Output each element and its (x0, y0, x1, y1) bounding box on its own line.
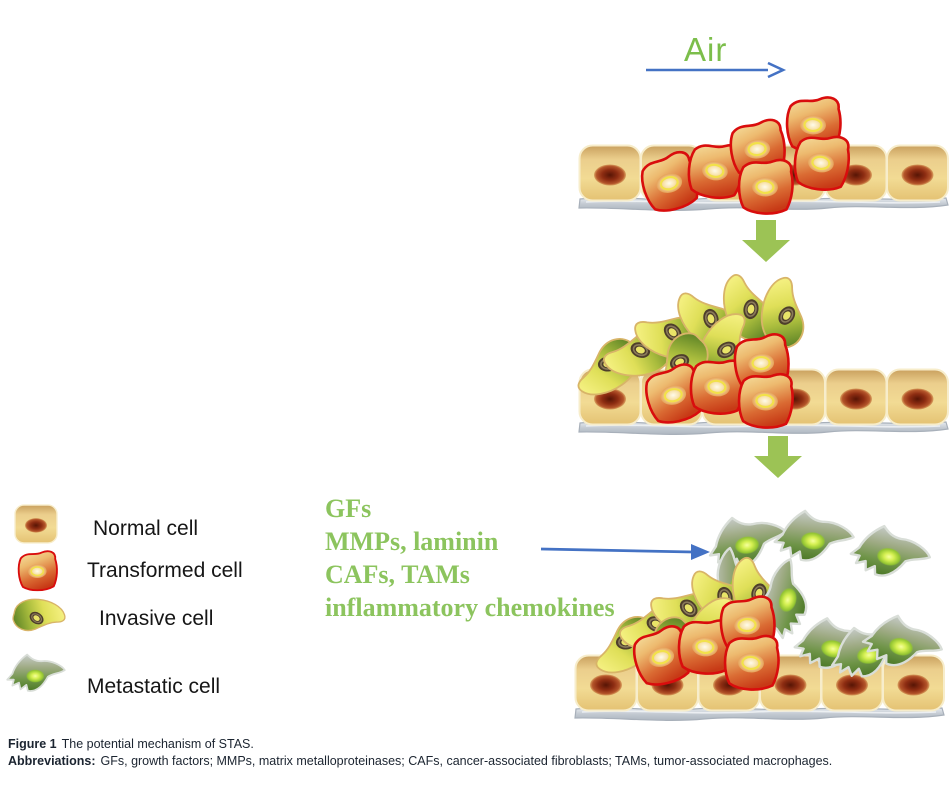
legend-label-normal-cell: Normal cell (93, 517, 199, 540)
factors-line-cafs: CAFs, TAMs (325, 560, 470, 589)
factors-line-mmps: MMPs, laminin (325, 527, 499, 556)
legend-label-transformed-cell: Transformed cell (87, 559, 243, 582)
invasive-cell-icon (6, 586, 70, 648)
secreted-factors-list: GFs MMPs, laminin CAFs, TAMs inflammator… (325, 492, 615, 624)
legend-label-invasive-cell: Invasive cell (99, 607, 214, 630)
metastatic-cell-icon (6, 653, 66, 692)
factors-line-gfs: GFs (325, 494, 372, 523)
progression-arrow-2-icon (754, 436, 802, 478)
caption-line-abbreviations: Abbreviations: GFs, growth factors; MMPs,… (8, 753, 832, 770)
air-flow-arrow-icon (646, 61, 787, 79)
normal-cell-icon (14, 504, 58, 544)
legend-label-metastatic-cell: Metastatic cell (87, 675, 221, 698)
stage-2-panel (573, 272, 948, 444)
figure-number-label: Figure 1 (8, 737, 57, 751)
factors-line-chemokines: inflammatory chemokines (325, 593, 615, 622)
figure-title-text: The potential mechanism of STAS. (61, 737, 254, 751)
figure-caption: Figure 1 The potential mechanism of STAS.… (8, 736, 832, 770)
stage-3-panel (560, 506, 949, 724)
air-label: Air (684, 31, 728, 68)
abbreviations-label: Abbreviations: (8, 754, 96, 768)
factors-arrow-icon (540, 544, 710, 560)
transformed-cell-icon (17, 550, 58, 592)
abbreviations-text: GFs, growth factors; MMPs, matrix metall… (100, 754, 833, 768)
caption-line-figure: Figure 1 The potential mechanism of STAS. (8, 736, 832, 753)
stage-1-panel (578, 94, 948, 217)
progression-arrow-1-icon (742, 220, 790, 262)
